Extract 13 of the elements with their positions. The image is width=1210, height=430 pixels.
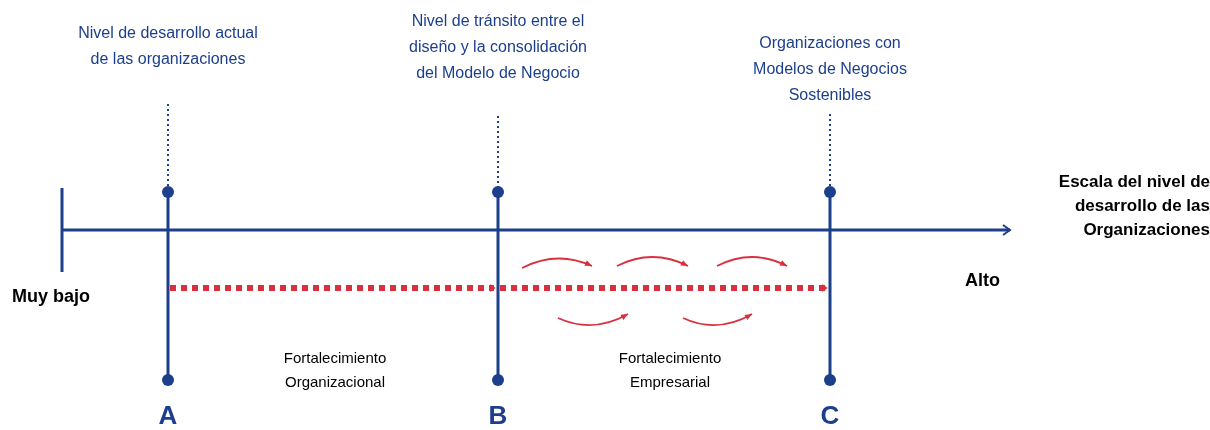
phase-label: Fortalecimiento Empresarial (617, 348, 723, 392)
arrow (500, 284, 827, 292)
axis-label: Muy bajo (12, 285, 91, 308)
arrow (170, 284, 495, 292)
axis-title: Escala del nivel de desarrollo de las Organizaciones (1057, 171, 1210, 241)
axis-label: Alto (965, 269, 1001, 292)
phase-label: Fortalecimiento Organizacional (282, 348, 388, 392)
level-letter: A (158, 402, 178, 428)
level-letter: C (820, 402, 840, 428)
level-description: Nivel de tránsito entre el diseño y la consolidación del Modelo de Negocio (408, 11, 588, 83)
level-description: Organizaciones con Modelos de Negocios Sostenibles (752, 33, 908, 105)
level-description: Nivel de desarrollo actual de las organizaciones (77, 23, 259, 69)
level-letter: B (488, 402, 508, 428)
